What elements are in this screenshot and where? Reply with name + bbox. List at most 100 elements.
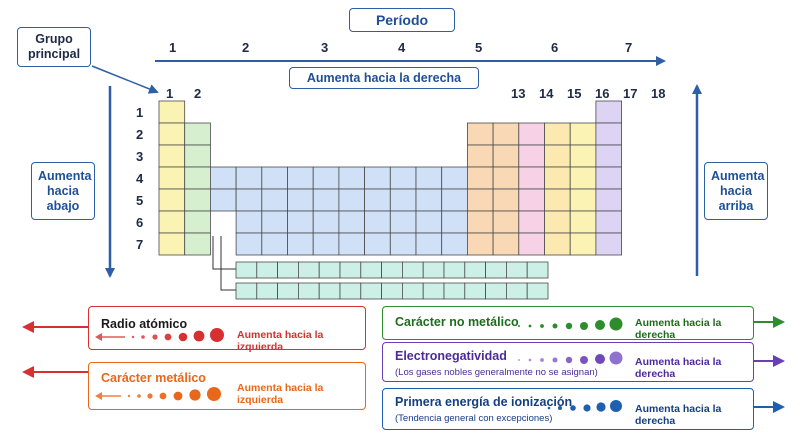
element-cell (287, 188, 314, 212)
element-cell (389, 210, 417, 234)
element-cell (184, 188, 211, 212)
element-cell (389, 188, 417, 212)
lanthanide-cell (505, 261, 528, 279)
element-cell (389, 166, 417, 190)
group-number-13: 13 (511, 86, 526, 101)
element-cell (441, 188, 468, 212)
element-cell (492, 122, 520, 146)
actinide-cell (505, 282, 528, 300)
ionizacion-direction: Aumenta hacia la derecha (635, 403, 722, 427)
element-cell (518, 122, 545, 146)
element-cell (415, 232, 443, 256)
element-cell (261, 166, 288, 190)
element-cell (209, 166, 237, 190)
actinide-cell (256, 282, 278, 300)
group-number-15: 15 (567, 86, 582, 101)
group-number-1: 1 (166, 86, 174, 101)
element-cell (158, 210, 186, 234)
metalico-size-dots (95, 387, 221, 401)
element-cell (287, 210, 314, 234)
lanthanide-cell (422, 261, 445, 279)
element-cell (595, 210, 623, 234)
ionizacion-title: Primera energía de ionización (395, 395, 573, 409)
row-number-3: 3 (136, 149, 144, 164)
actinide-cell (360, 282, 382, 300)
trend-caracter-no-metalico: Carácter no metálico Aumenta hacia la de… (382, 306, 754, 341)
element-cell (158, 232, 186, 256)
element-cell (312, 166, 340, 190)
ionizacion-note: (Tendencia general con excepciones) (395, 413, 553, 424)
top-period-2: 2 (242, 40, 250, 55)
element-cell (338, 188, 365, 212)
electroneg-direction: Aumenta hacia la derecha (635, 356, 722, 380)
lanthanide-cell (256, 261, 278, 279)
element-cell (595, 122, 623, 146)
element-cell (338, 166, 365, 190)
element-cell (544, 210, 571, 234)
no-metalico-title: Carácter no metálico (395, 315, 519, 329)
element-cell (184, 210, 211, 234)
actinide-cell (401, 282, 424, 300)
actinide-cell (277, 282, 299, 300)
radio-size-dots (95, 328, 224, 342)
element-cell (312, 188, 340, 212)
element-cell (287, 232, 314, 256)
lanthanide-cell (401, 261, 424, 279)
period-label-text: Período (375, 11, 429, 28)
element-cell (364, 188, 391, 212)
no-metalico-direction: Aumenta hacia la derecha (635, 317, 722, 341)
actinide-cell (464, 282, 486, 300)
element-cell (492, 210, 520, 234)
actinide-cell (526, 282, 549, 300)
element-cell (158, 122, 186, 146)
actinide-cell (339, 282, 362, 300)
lanthanide-cell (464, 261, 486, 279)
element-cell (518, 210, 545, 234)
group-pointer-arrow (91, 65, 159, 94)
element-cell (209, 188, 237, 212)
element-cell (569, 166, 597, 190)
actinide-cell (318, 282, 341, 300)
element-cell (492, 144, 520, 168)
increase-right-text: Aumenta hacia la derecha (306, 70, 462, 85)
element-cell (235, 210, 263, 234)
element-cell (364, 232, 391, 256)
actinide-connector (220, 236, 236, 291)
increase-right-label: Aumenta hacia la derecha (289, 67, 479, 89)
lanthanide-cell (339, 261, 362, 279)
top-period-4: 4 (398, 40, 406, 55)
element-cell (595, 100, 623, 124)
element-cell (364, 166, 391, 190)
row-number-6: 6 (136, 215, 144, 230)
increase-down-text: Aumenta hacia abajo (38, 168, 92, 213)
element-cell (569, 144, 597, 168)
lanthanide-cell (360, 261, 382, 279)
actinide-cell (235, 282, 258, 300)
group-number-2: 2 (194, 86, 202, 101)
element-cell (235, 232, 263, 256)
element-cell (518, 144, 545, 168)
element-cell (569, 232, 597, 256)
lanthanide-cell (485, 261, 507, 279)
electroneg-title: Electronegatividad (395, 349, 507, 363)
element-cell (184, 232, 211, 256)
element-cell (415, 210, 443, 234)
increase-up-text: Aumenta hacia arriba (711, 168, 765, 213)
trend-energia-ionizacion: Primera energía de ionización (Tendencia… (382, 388, 754, 430)
metalico-direction: Aumenta hacia la izquierda (237, 382, 324, 406)
ionizacion-size-dots (547, 400, 622, 412)
element-cell (158, 100, 186, 124)
electroneg-note: (Los gases nobles generalmente no se asi… (395, 367, 598, 378)
lanthanide-cell (277, 261, 299, 279)
lanthanide-connector (212, 236, 236, 270)
trend-caracter-metalico: Carácter metálico Aumenta hacia la izqui… (88, 362, 366, 410)
group-principal-text: Grupo principal (27, 32, 81, 61)
period-label: Período (349, 8, 455, 32)
element-cell (544, 232, 571, 256)
element-cell (544, 122, 571, 146)
element-cell (158, 166, 186, 190)
element-cell (261, 232, 288, 256)
element-cell (158, 144, 186, 168)
group-number-14: 14 (539, 86, 554, 101)
increase-up-label: Aumenta hacia arriba (704, 162, 768, 220)
